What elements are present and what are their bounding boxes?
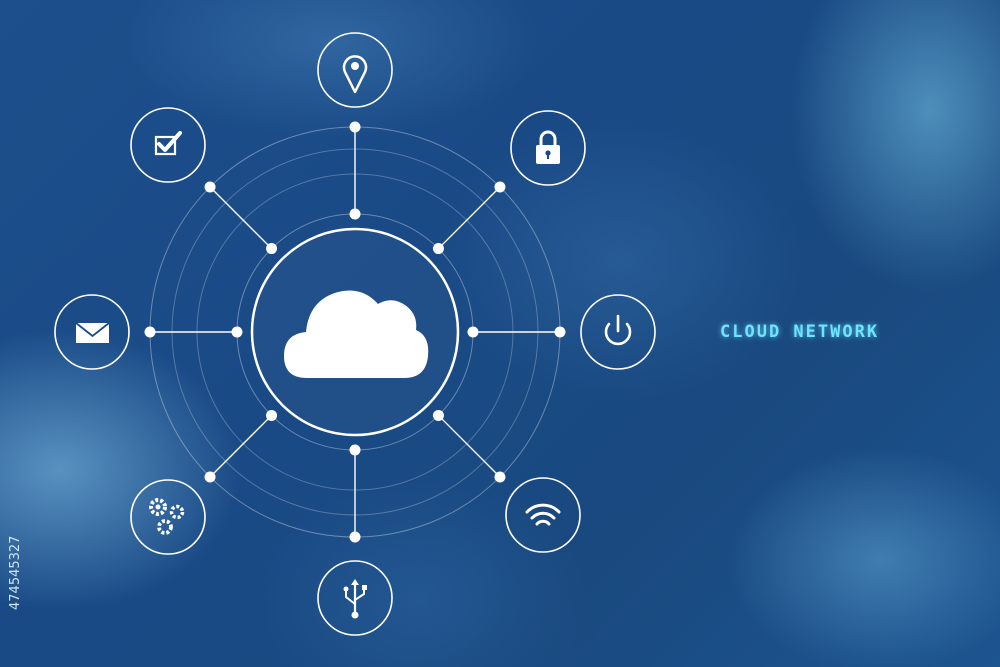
spoke-top-left — [209, 186, 273, 250]
spoke-dot-top-outer — [349, 121, 361, 133]
spoke-dot-right-outer — [554, 326, 566, 338]
cloud-network-title: CLOUD NETWORK — [720, 322, 880, 342]
cloud-icon — [284, 290, 429, 378]
spoke-dot-top-left-outer — [204, 181, 216, 193]
spoke-dot-bottom-right-outer — [494, 471, 506, 483]
spoke-dot-bottom-right-inner — [432, 409, 444, 421]
mail-icon — [54, 294, 130, 370]
usb-icon — [317, 560, 393, 636]
hub-circle — [250, 227, 460, 437]
spoke-dot-bottom-inner — [349, 444, 361, 456]
wifi-icon — [505, 477, 581, 553]
spoke-dot-bottom-left-outer — [204, 471, 216, 483]
spoke-dot-top-inner — [349, 208, 361, 220]
spoke-dot-bottom-left-inner — [266, 409, 278, 421]
gears-icon — [130, 479, 206, 555]
spoke-dot-top-right-inner — [432, 243, 444, 255]
spoke-dot-left-inner — [231, 326, 243, 338]
spoke-dot-right-inner — [467, 326, 479, 338]
power-icon — [580, 294, 656, 370]
spoke-top-right — [437, 186, 501, 250]
spoke-dot-left-outer — [144, 326, 156, 338]
spokes — [144, 121, 566, 543]
spoke-dot-top-right-outer — [494, 181, 506, 193]
spoke-bottom-left — [209, 414, 273, 478]
location-pin-icon — [317, 32, 393, 108]
spoke-dot-bottom-outer — [349, 531, 361, 543]
stock-id-watermark: 474545327 — [8, 535, 23, 610]
checkbox-icon — [130, 107, 206, 183]
spoke-bottom-right — [437, 414, 501, 478]
lock-icon — [510, 110, 586, 186]
spoke-dot-top-left-inner — [266, 243, 278, 255]
